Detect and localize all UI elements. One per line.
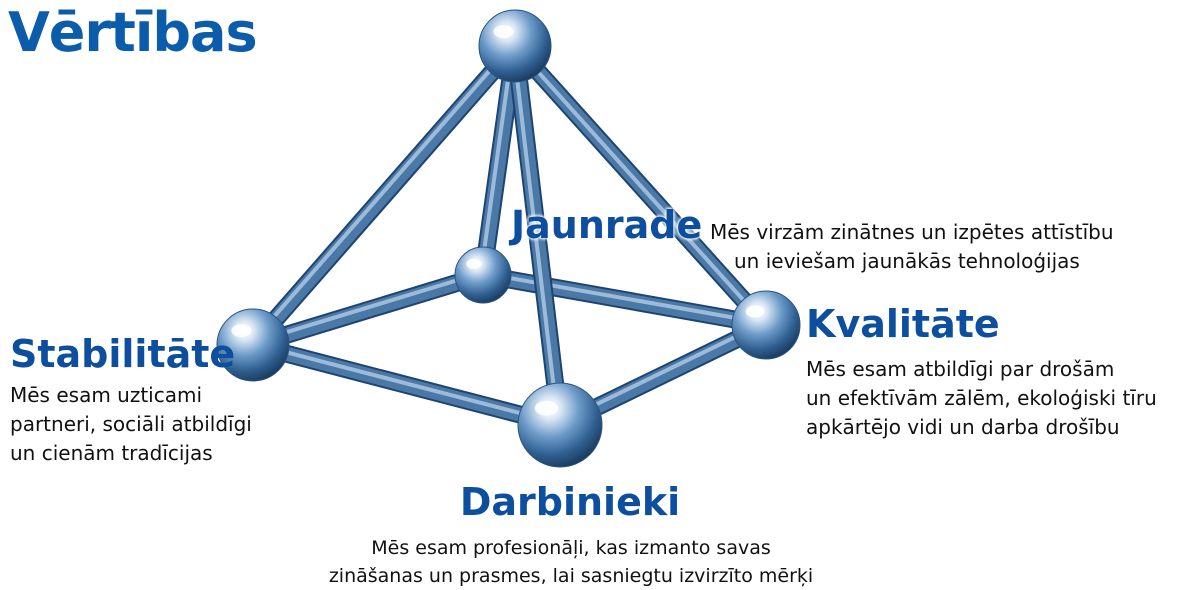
value-description-stability: Mēs esam uzticami partneri, sociāli atbi… bbox=[10, 381, 252, 468]
description-line: zināšanas un prasmes, lai sasniegtu izvi… bbox=[328, 565, 814, 587]
value-description-innovation: Mēs virzām zinātnes un izpētes attīstību… bbox=[710, 218, 1114, 276]
description-line: Mēs esam profesionāļi, kas izmanto savas bbox=[371, 537, 771, 559]
connector-rod-highlight bbox=[249, 271, 483, 345]
sphere-glint bbox=[466, 258, 482, 269]
description-line: partneri, sociāli atbildīgi bbox=[10, 412, 252, 436]
connector-rod bbox=[476, 39, 522, 282]
value-heading-stability: Stabilitāte bbox=[10, 332, 236, 376]
sphere-node-back bbox=[454, 246, 512, 304]
connector-rod-highlight bbox=[249, 42, 515, 345]
connector-rod-highlight bbox=[511, 42, 560, 425]
description-line: un cienām tradīcijas bbox=[10, 441, 213, 465]
value-description-employees: Mēs esam profesionāļi, kas izmanto savas… bbox=[266, 534, 876, 590]
value-heading-quality: Kvalitāte bbox=[806, 302, 1000, 346]
connector-rod bbox=[246, 39, 522, 352]
connector-rod-highlight bbox=[511, 42, 766, 325]
value-description-quality: Mēs esam atbildīgi par drošām un efektīv… bbox=[806, 355, 1157, 442]
description-line: un efektīvām zālēm, ekoloģiski tīru bbox=[806, 386, 1157, 410]
connector-rod-highlight bbox=[479, 42, 515, 275]
description-line: Mēs virzām zinātnes un izpētes attīstību bbox=[710, 220, 1114, 244]
page-title: Vērtības bbox=[8, 1, 258, 64]
sphere-glint bbox=[231, 324, 252, 338]
sphere-glint bbox=[534, 400, 559, 416]
sphere-glint bbox=[745, 305, 765, 318]
connector-rod-highlight bbox=[479, 271, 766, 325]
connector-rod bbox=[246, 268, 490, 352]
description-line: apkārtējo vidi un darba drošību bbox=[806, 415, 1120, 439]
value-heading-employees: Darbinieki bbox=[459, 480, 681, 524]
value-heading-innovation: Jaunrade bbox=[511, 203, 703, 247]
sphere-node-right bbox=[731, 290, 801, 360]
sphere-glint bbox=[493, 25, 514, 39]
description-line: Mēs esam atbildīgi par drošām bbox=[806, 357, 1115, 381]
description-line: Mēs esam uzticami bbox=[10, 383, 203, 407]
sphere-node-apex bbox=[478, 9, 552, 83]
sphere-node-front bbox=[517, 382, 603, 468]
description-line: un ieviešam jaunākās tehnoloģijas bbox=[734, 249, 1080, 273]
connector-rod-highlight bbox=[249, 341, 560, 425]
